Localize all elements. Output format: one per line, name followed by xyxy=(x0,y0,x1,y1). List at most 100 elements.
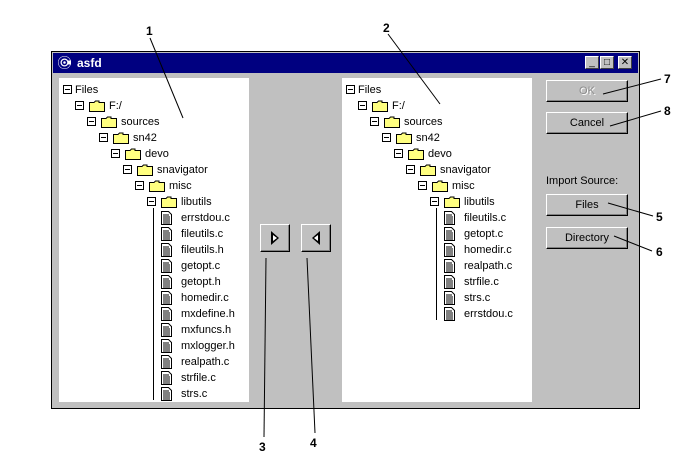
maximize-button[interactable]: □ xyxy=(600,56,614,69)
callout-7: 7 xyxy=(664,72,671,86)
file-label: mxlogger.h xyxy=(181,340,235,352)
file-icon xyxy=(444,291,455,305)
collapse-toggle-icon[interactable] xyxy=(135,181,144,190)
close-icon: ✕ xyxy=(620,57,630,68)
callout-3: 3 xyxy=(259,440,266,454)
tree-root-label: Files xyxy=(75,84,99,96)
collapse-toggle-icon[interactable] xyxy=(382,133,391,142)
close-button[interactable]: ✕ xyxy=(618,56,632,69)
file-label: getopt.c xyxy=(181,260,221,272)
callout-2: 2 xyxy=(383,21,390,35)
file-icon xyxy=(161,355,172,369)
folder-label: libutils xyxy=(181,196,212,208)
file-label: getopt.c xyxy=(464,228,504,240)
folder-label: devo xyxy=(145,148,169,160)
folder-icon xyxy=(396,132,412,144)
collapse-toggle-icon[interactable] xyxy=(358,101,367,110)
import-directory-button[interactable]: Directory xyxy=(546,227,628,249)
folder-icon xyxy=(384,116,400,128)
file-label: fileutils.c xyxy=(181,228,224,240)
import-source-label: Import Source: xyxy=(546,175,619,187)
file-icon xyxy=(161,291,172,305)
folder-icon xyxy=(420,164,436,176)
folder-label: misc xyxy=(169,180,192,192)
folder-icon xyxy=(372,100,388,112)
file-label: fileutils.c xyxy=(464,212,507,224)
file-label: strfile.c xyxy=(181,372,216,384)
right-arrow-icon xyxy=(271,231,279,245)
right-file-tree[interactable]: Files F:/ sources sn42 devo snavigator xyxy=(342,78,532,402)
left-arrow-icon xyxy=(312,231,320,245)
tree-connector xyxy=(153,208,154,400)
folder-icon xyxy=(125,148,141,160)
folder-label: snavigator xyxy=(440,164,491,176)
add-file-button[interactable] xyxy=(260,224,290,252)
remove-file-button[interactable] xyxy=(301,224,331,252)
collapse-toggle-icon[interactable] xyxy=(418,181,427,190)
folder-label: sn42 xyxy=(133,132,157,144)
folder-icon xyxy=(101,116,117,128)
folder-icon xyxy=(89,100,105,112)
file-label: strs.c xyxy=(181,388,208,400)
collapse-toggle-icon[interactable] xyxy=(111,149,120,158)
file-icon xyxy=(161,211,172,225)
minimize-icon: _ xyxy=(589,57,595,68)
callout-1: 1 xyxy=(146,24,153,38)
file-icon xyxy=(161,275,172,289)
folder-label: misc xyxy=(452,180,475,192)
window-title: asfd xyxy=(77,56,102,70)
collapse-toggle-icon[interactable] xyxy=(394,149,403,158)
collapse-toggle-icon[interactable] xyxy=(147,197,156,206)
collapse-toggle-icon[interactable] xyxy=(406,165,415,174)
file-icon xyxy=(444,259,455,273)
collapse-toggle-icon[interactable] xyxy=(99,133,108,142)
folder-label: sources xyxy=(404,116,443,128)
collapse-toggle-icon[interactable] xyxy=(63,85,72,94)
tree-connector xyxy=(436,208,437,320)
folder-label: F:/ xyxy=(392,100,405,112)
collapse-toggle-icon[interactable] xyxy=(430,197,439,206)
cancel-button[interactable]: Cancel xyxy=(546,112,628,134)
file-icon xyxy=(444,227,455,241)
folder-icon xyxy=(161,196,177,208)
file-icon xyxy=(161,259,172,273)
collapse-toggle-icon[interactable] xyxy=(75,101,84,110)
import-files-button[interactable]: Files xyxy=(546,194,628,216)
collapse-toggle-icon[interactable] xyxy=(123,165,132,174)
folder-label: libutils xyxy=(464,196,495,208)
collapse-toggle-icon[interactable] xyxy=(370,117,379,126)
file-label: realpath.c xyxy=(464,260,513,272)
file-icon xyxy=(161,323,172,337)
folder-label: sources xyxy=(121,116,160,128)
folder-icon xyxy=(149,180,165,192)
file-label: errstdou.c xyxy=(464,308,513,320)
file-icon xyxy=(161,371,172,385)
callout-5: 5 xyxy=(656,210,663,224)
file-label: fileutils.h xyxy=(181,244,224,256)
maximize-icon: □ xyxy=(603,57,611,68)
ok-button[interactable]: OK xyxy=(546,80,628,102)
c-logo-icon xyxy=(58,56,71,69)
folder-label: snavigator xyxy=(157,164,208,176)
file-icon xyxy=(444,275,455,289)
file-icon xyxy=(161,339,172,353)
file-icon xyxy=(161,387,172,401)
title-bar[interactable]: asfd _ □ ✕ xyxy=(53,53,638,73)
folder-label: F:/ xyxy=(109,100,122,112)
folder-label: sn42 xyxy=(416,132,440,144)
collapse-toggle-icon[interactable] xyxy=(87,117,96,126)
file-icon xyxy=(444,211,455,225)
file-label: mxdefine.h xyxy=(181,308,235,320)
minimize-button[interactable]: _ xyxy=(585,56,599,69)
left-file-tree[interactable]: Files F:/ sources sn42 devo snavigator xyxy=(59,78,249,402)
file-icon xyxy=(161,307,172,321)
folder-label: devo xyxy=(428,148,452,160)
callout-8: 8 xyxy=(664,104,671,118)
file-label: homedir.c xyxy=(181,292,229,304)
collapse-toggle-icon[interactable] xyxy=(346,85,355,94)
file-label: realpath.c xyxy=(181,356,230,368)
folder-icon xyxy=(137,164,153,176)
tree-root-label: Files xyxy=(358,84,382,96)
callout-6: 6 xyxy=(656,245,663,259)
file-label: strfile.c xyxy=(464,276,499,288)
